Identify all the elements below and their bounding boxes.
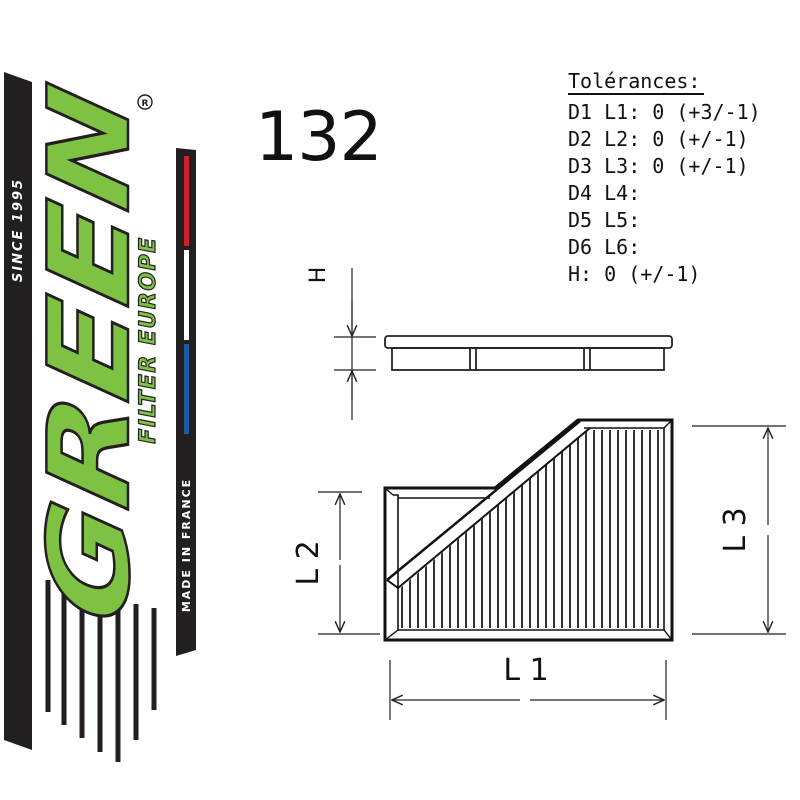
l3-label: L 3 (718, 507, 753, 552)
tolerance-row-h: H: 0 (+/-1) (568, 262, 701, 286)
tolerance-row-d6: D6 L6: (568, 235, 641, 259)
l1-dimension (389, 660, 667, 720)
brand-green-text: GREEN (24, 75, 155, 633)
green-filter-logo: SINCE 1995 GREEN R FILTER EUROPE MADE IN… (4, 72, 196, 762)
filter-europe-text: FILTER EUROPE (136, 236, 161, 443)
flag-red (184, 156, 189, 246)
tolerance-row-d5: D5 L5: (568, 208, 641, 232)
tolerance-row-d1: D1 L1: 0 (+3/-1) (568, 100, 761, 124)
tolerances-table: Tolérances: D1 L1: 0 (+3/-1) D2 L2: 0 (+… (568, 69, 761, 288)
part-number: 132 (255, 98, 383, 177)
made-in-france-text: MADE IN FRANCE (180, 478, 193, 612)
tolerance-row-d2: D2 L2: 0 (+/-1) (568, 127, 749, 151)
registered-mark: R (142, 99, 149, 109)
l2-label: L 2 (291, 540, 326, 585)
tolerances-title: Tolérances: (568, 69, 705, 95)
tolerance-row-d4: D4 L4: (568, 181, 641, 205)
side-view (384, 335, 673, 371)
speed-stripes (45, 580, 157, 762)
flag-blue (184, 344, 189, 434)
height-label: H (306, 267, 331, 284)
l3-dimension (692, 425, 786, 635)
since-band (4, 72, 32, 750)
l2-dimension (318, 491, 380, 635)
registered-icon (137, 94, 153, 110)
since-1995-text: SINCE 1995 (11, 178, 26, 282)
tolerance-row-d3: D3 L3: 0 (+/-1) (568, 154, 749, 178)
filter-frame (383, 418, 674, 642)
l1-label: L 1 (503, 653, 548, 688)
pleated-media (401, 430, 659, 628)
flag-white (184, 250, 189, 340)
height-dimension (334, 268, 376, 420)
